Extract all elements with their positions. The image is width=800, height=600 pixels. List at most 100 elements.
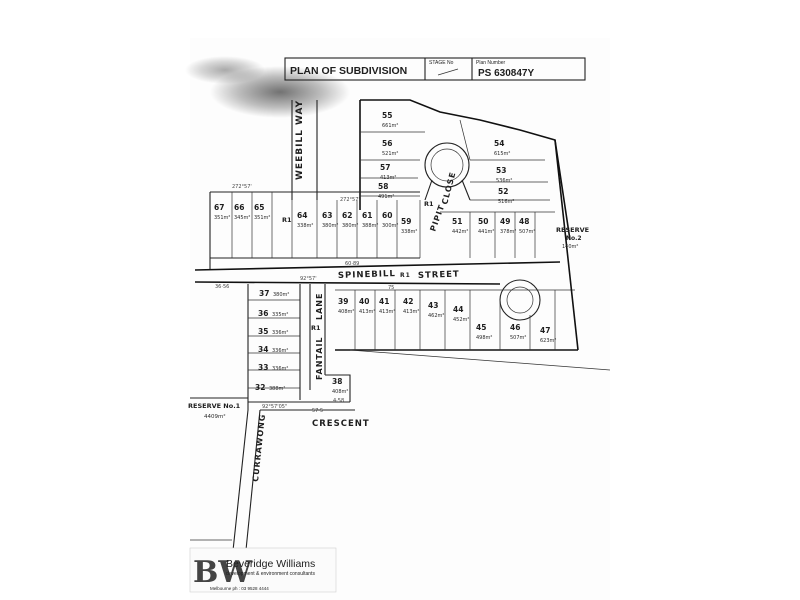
lot-area-62: 380m² bbox=[342, 223, 358, 229]
lot-area-58: 491m² bbox=[378, 194, 394, 200]
lot-number-47: 47 bbox=[540, 326, 550, 335]
dim-55-56: 36·56 bbox=[215, 284, 229, 290]
lot-number-63: 63 bbox=[322, 211, 332, 220]
lot-area-47: 623m² bbox=[540, 338, 556, 344]
lot-area-49: 378m² bbox=[500, 229, 516, 235]
lot-area-43: 462m² bbox=[428, 313, 444, 319]
lot-number-40: 40 bbox=[359, 297, 369, 306]
paper-sheet bbox=[190, 38, 610, 600]
r1-pipit: R1 bbox=[424, 200, 434, 208]
lot-number-34: 34 bbox=[258, 345, 268, 354]
lot-number-59: 59 bbox=[401, 217, 411, 226]
lot-area-33: 336m² bbox=[272, 366, 288, 372]
bearing-mid: 272°57' bbox=[340, 197, 360, 203]
lot-number-54: 54 bbox=[494, 139, 504, 148]
lot-area-50: 441m² bbox=[478, 229, 494, 235]
subdivision-boundaries bbox=[190, 99, 611, 561]
lot-number-55: 55 bbox=[382, 111, 392, 120]
lot-area-46: 507m² bbox=[510, 335, 526, 341]
lot-area-63: 380m² bbox=[322, 223, 338, 229]
lot-number-51: 51 bbox=[452, 217, 462, 226]
lot-area-61: 388m² bbox=[362, 223, 378, 229]
lot-number-39: 39 bbox=[338, 297, 348, 306]
lot-area-53: 536m² bbox=[496, 178, 512, 184]
reserve-labels: RESERVE No.1 4409m² RESERVE No.2 140m² bbox=[188, 226, 589, 420]
company-contact: Melbourne ph : 03 9528 4444 bbox=[210, 586, 269, 591]
lot-number-41: 41 bbox=[379, 297, 389, 306]
reserve-1-area: 4409m² bbox=[204, 413, 226, 420]
lot-number-62: 62 bbox=[342, 211, 352, 220]
street-spinebill: SPINEBILL bbox=[338, 269, 396, 281]
lot-number-37: 37 bbox=[259, 289, 269, 298]
lot-number-46: 46 bbox=[510, 323, 520, 332]
lot-number-57: 57 bbox=[380, 163, 390, 172]
lot-number-33: 33 bbox=[258, 363, 268, 372]
r1-weebill: R1 bbox=[282, 216, 292, 224]
reserve-2-no: No.2 bbox=[566, 235, 582, 242]
lot-number-66: 66 bbox=[234, 203, 244, 212]
reserve-2-area: 140m² bbox=[562, 244, 578, 250]
dim-4-58: 4·58 bbox=[333, 398, 344, 404]
lot-number-43: 43 bbox=[428, 301, 438, 310]
copy-smudge-2 bbox=[185, 56, 265, 84]
lot-area-51: 442m² bbox=[452, 229, 468, 235]
lot-labels: 55661m²56521m²57413m²58491m²54615m²53536… bbox=[214, 111, 556, 395]
lot-area-48: 507m² bbox=[519, 229, 535, 235]
dim-75: 75 bbox=[388, 285, 394, 291]
road-markers: R1 R1 R1 bbox=[282, 200, 434, 332]
lot-number-61: 61 bbox=[362, 211, 372, 220]
lot-number-32: 32 bbox=[255, 383, 265, 392]
dimension-annotations: 272°57' 272°57' 36·56 60·89 75 92°57' 92… bbox=[215, 184, 394, 414]
lot-area-57: 413m² bbox=[380, 175, 396, 181]
bearing-crescent: 92°57'05" bbox=[262, 404, 287, 410]
lot-area-40: 413m² bbox=[359, 309, 375, 315]
lot-area-59: 338m² bbox=[401, 229, 417, 235]
lot-area-52: 516m² bbox=[498, 199, 514, 205]
street-weebill-way: WEEBILL WAY bbox=[295, 100, 305, 180]
bearing-low: 92°57' bbox=[300, 276, 317, 282]
lot-area-54: 615m² bbox=[494, 151, 510, 157]
lot-number-52: 52 bbox=[498, 187, 508, 196]
lot-area-55: 661m² bbox=[382, 123, 398, 129]
lot-number-58: 58 bbox=[378, 182, 388, 191]
street-fantail: FANTAIL bbox=[315, 336, 324, 380]
company-name: Beveridge Williams bbox=[226, 558, 315, 570]
lot-number-64: 64 bbox=[297, 211, 307, 220]
lot-area-32: 388m² bbox=[269, 386, 285, 392]
lot-number-60: 60 bbox=[382, 211, 392, 220]
lot-number-65: 65 bbox=[254, 203, 264, 212]
lot-area-41: 413m² bbox=[379, 309, 395, 315]
lot-area-42: 413m² bbox=[403, 309, 419, 315]
lot-area-35: 336m² bbox=[272, 330, 288, 336]
lot-area-66: 345m² bbox=[234, 215, 250, 221]
lot-area-38: 408m² bbox=[332, 389, 348, 395]
plan-title: PLAN OF SUBDIVISION bbox=[290, 65, 407, 77]
lot-area-60: 300m² bbox=[382, 223, 398, 229]
title-block: PLAN OF SUBDIVISION STAGE No Plan Number… bbox=[284, 57, 586, 81]
plan-number-label: Plan Number bbox=[476, 60, 506, 66]
company-footer: BW Beveridge Williams development & envi… bbox=[189, 547, 337, 593]
company-tagline: development & environment consultants bbox=[226, 571, 315, 577]
street-crescent: CRESCENT bbox=[312, 419, 370, 429]
reserve-1-name: RESERVE No.1 bbox=[188, 402, 241, 410]
lot-number-42: 42 bbox=[403, 297, 413, 306]
lot-area-44: 452m² bbox=[453, 317, 469, 323]
r1-fantail: R1 bbox=[311, 324, 321, 332]
bearing-top: 272°57' bbox=[232, 184, 252, 190]
street-street: STREET bbox=[418, 270, 460, 281]
lot-area-36: 335m² bbox=[272, 312, 288, 318]
lot-number-53: 53 bbox=[496, 166, 506, 175]
company-logo-mark: BW bbox=[193, 555, 253, 590]
lot-area-34: 336m² bbox=[272, 348, 288, 354]
street-spinebill-r1: R1 bbox=[400, 272, 411, 279]
lot-area-64: 338m² bbox=[297, 223, 313, 229]
lot-number-36: 36 bbox=[258, 309, 268, 318]
street-lane: LANE bbox=[315, 293, 324, 320]
lot-number-49: 49 bbox=[500, 217, 510, 226]
stage-label: STAGE No bbox=[429, 60, 454, 66]
lot-number-67: 67 bbox=[214, 203, 224, 212]
lot-area-45: 498m² bbox=[476, 335, 492, 341]
plan-number: PS 630847Y bbox=[478, 68, 534, 79]
lot-number-44: 44 bbox=[453, 305, 463, 314]
